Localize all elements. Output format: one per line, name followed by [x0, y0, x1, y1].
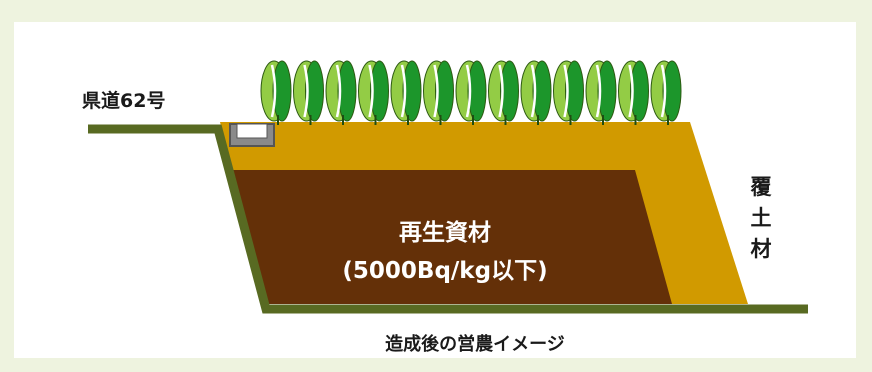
- crop-plant-icon: [520, 60, 552, 125]
- crop-plant-icon: [553, 60, 584, 125]
- crop-plant-icon: [618, 60, 649, 125]
- recycled-material-limit-label: (5000Bq/kg以下): [342, 258, 548, 284]
- crop-plant-icon: [423, 60, 454, 125]
- crop-plant-icon: [293, 60, 324, 125]
- crop-plant-icon: [488, 60, 519, 125]
- road-label: 県道62号: [82, 90, 166, 112]
- cover-soil-label: 覆土材: [750, 175, 772, 261]
- crop-plant-icon: [325, 60, 357, 125]
- crop-plant-icon: [390, 60, 422, 125]
- crop-plant-icon: [358, 60, 389, 125]
- crop-plant-icon: [455, 60, 487, 125]
- crop-row: [260, 60, 682, 125]
- crop-plant-icon: [585, 60, 617, 125]
- crop-plant-icon: [650, 60, 682, 125]
- diagram-caption: 造成後の営農イメージ: [385, 334, 565, 355]
- recycled-material-label: 再生資材: [399, 220, 491, 246]
- recycled-material-layer: [228, 170, 672, 304]
- side-drain: [229, 123, 275, 147]
- crop-plant-icon: [260, 60, 292, 125]
- ground-line: [88, 124, 808, 314]
